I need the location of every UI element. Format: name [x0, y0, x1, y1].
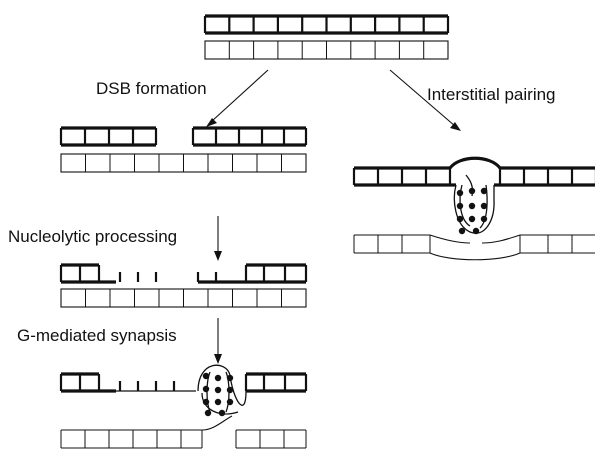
g-quartet-dot — [214, 386, 222, 394]
dsb-duplex — [59, 126, 308, 173]
interstitial-duplex — [352, 156, 595, 261]
arrow-synapsis-head — [214, 354, 222, 364]
synapsis-duplex — [59, 364, 308, 449]
arrow-dsb — [211, 69, 269, 122]
g-quartet-dot — [468, 215, 476, 223]
synapsis-rungs — [59, 374, 308, 391]
processed-rungs — [59, 265, 308, 282]
g-quartet-dot — [226, 386, 234, 394]
g-quartet-dots-interstitial — [456, 187, 488, 235]
g-quartet-dot — [472, 227, 480, 235]
g-quartet-dot — [456, 215, 464, 223]
g-quartet-dot — [480, 187, 488, 195]
g-quartet-dots — [202, 372, 234, 417]
label-g-mediated-synapsis: G-mediated synapsis — [17, 326, 177, 345]
g-quartet-dot — [226, 374, 234, 382]
g-quartet-dot — [202, 372, 210, 380]
top-strand-rungs — [203, 16, 450, 33]
g-quartet-dot — [214, 374, 222, 382]
g-quartet-dot — [214, 398, 222, 406]
intact-duplex — [203, 14, 450, 60]
g-quartet-dot — [456, 189, 464, 197]
interstitial-thin-rungs — [353, 235, 573, 253]
g-quartet-dot — [480, 202, 488, 210]
dsb-rungs — [59, 128, 308, 145]
processed-thin-rungs — [85, 289, 282, 307]
g-quartet-dot — [480, 215, 488, 223]
g-quartet-dot — [204, 409, 212, 417]
g-quartet-dot — [202, 398, 210, 406]
arrow-nucleolytic-head — [214, 251, 222, 261]
arrows — [206, 69, 461, 364]
dsb-thin-rungs — [85, 154, 282, 172]
label-nucleolytic-processing: Nucleolytic processing — [8, 227, 177, 246]
label-interstitial-pairing: Interstitial pairing — [427, 85, 556, 104]
processed-duplex — [59, 263, 308, 308]
g-quartet-dot — [456, 202, 464, 210]
interstitial-rungs — [352, 168, 595, 185]
g-quartet-dot — [468, 187, 476, 195]
g-quartet-dot — [226, 398, 234, 406]
g-quartet-dot — [468, 202, 476, 210]
arrow-interstitial — [389, 69, 456, 127]
label-dsb-formation: DSB formation — [96, 79, 207, 98]
g-quartet-dot — [202, 385, 210, 393]
arrow-dsb-head — [206, 118, 217, 127]
g-quartet-dot — [218, 409, 226, 417]
g-quartet-dot — [458, 227, 466, 235]
synapsis-thin-rungs — [60, 430, 307, 448]
arrow-interstitial-head — [450, 122, 461, 131]
bottom-strand-rungs — [228, 41, 425, 59]
